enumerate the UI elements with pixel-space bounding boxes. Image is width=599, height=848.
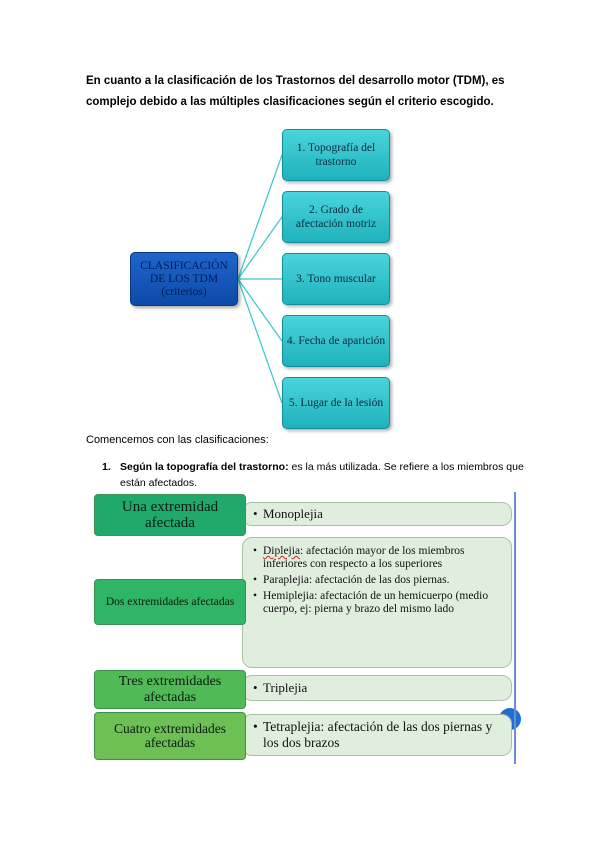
row-2-panel: Diplejia: afectación mayor de los miembr… [242, 537, 512, 668]
connector-4 [237, 278, 283, 342]
row-2-item-1: Diplejia: afectación mayor de los miembr… [253, 545, 501, 571]
row-1-label: Una extremidad afectada [94, 494, 246, 536]
row-2-item-2: Paraplejia: afectación de las dos pierna… [253, 574, 501, 587]
criterion-box-5: 5. Lugar de la lesión [282, 377, 390, 429]
criterion-box-4: 4. Fecha de aparición [282, 315, 390, 367]
connector-1 [237, 154, 283, 280]
diagram-connectors [237, 154, 283, 404]
classification-center-box: CLASIFICACIÓN DE LOS TDM (criterios) [130, 252, 238, 306]
row-2-label: Dos extremidades afectadas [94, 579, 246, 625]
intro-paragraph: En cuanto a la clasificación de los Tras… [86, 75, 505, 108]
section-lead: Comencemos con las clasificaciones: [86, 434, 269, 446]
center-line-3: (criterios) [161, 285, 207, 298]
connector-5 [237, 278, 283, 404]
row-4-panel: Tetraplejia: afectación de las dos piern… [242, 714, 512, 756]
connector-2 [237, 216, 283, 280]
classification-diagram: CLASIFICACIÓN DE LOS TDM (criterios) 1. … [128, 128, 393, 433]
row-2-item-3: Hemiplejia: afectación de un hemicuerpo … [253, 590, 501, 616]
criterion-box-3: 3. Tono muscular [282, 253, 390, 305]
diplejia-rest: : afectación mayor de los miembros infer… [263, 545, 465, 570]
row-1-item-1: Monoplejia [253, 506, 501, 522]
row-3-item-1: Triplejia [253, 680, 501, 696]
list-number: 1. [102, 461, 111, 473]
center-line-2: DE LOS TDM [149, 272, 219, 285]
list-bold-lead: Según la topografía del trastorno: [120, 461, 289, 473]
diagram-edge-line [514, 492, 516, 764]
row-1-panel: Monoplejia [242, 502, 512, 526]
row-4-item-1: Tetraplejia: afectación de las dos piern… [253, 719, 501, 751]
list-text: Según la topografía del trastorno: es la… [120, 459, 532, 491]
list-rest: es la más utilizada. Se refiere a los mi… [120, 461, 524, 489]
diplejia-word: Diplejia [263, 545, 301, 557]
list-item-topografia: 1. Según la topografía del trastorno: es… [102, 459, 532, 491]
row-3-panel: Triplejia [242, 675, 512, 701]
topography-diagram: Monoplejia Una extremidad afectada Diple… [94, 492, 521, 764]
row-4-label: Cuatro extremidades afectadas [94, 712, 246, 760]
row-3-label: Tres extremidades afectadas [94, 670, 246, 709]
criterion-box-2: 2. Grado de afectación motriz [282, 191, 390, 243]
center-line-1: CLASIFICACIÓN [140, 259, 228, 272]
criterion-box-1: 1. Topografía del trastorno [282, 129, 390, 181]
